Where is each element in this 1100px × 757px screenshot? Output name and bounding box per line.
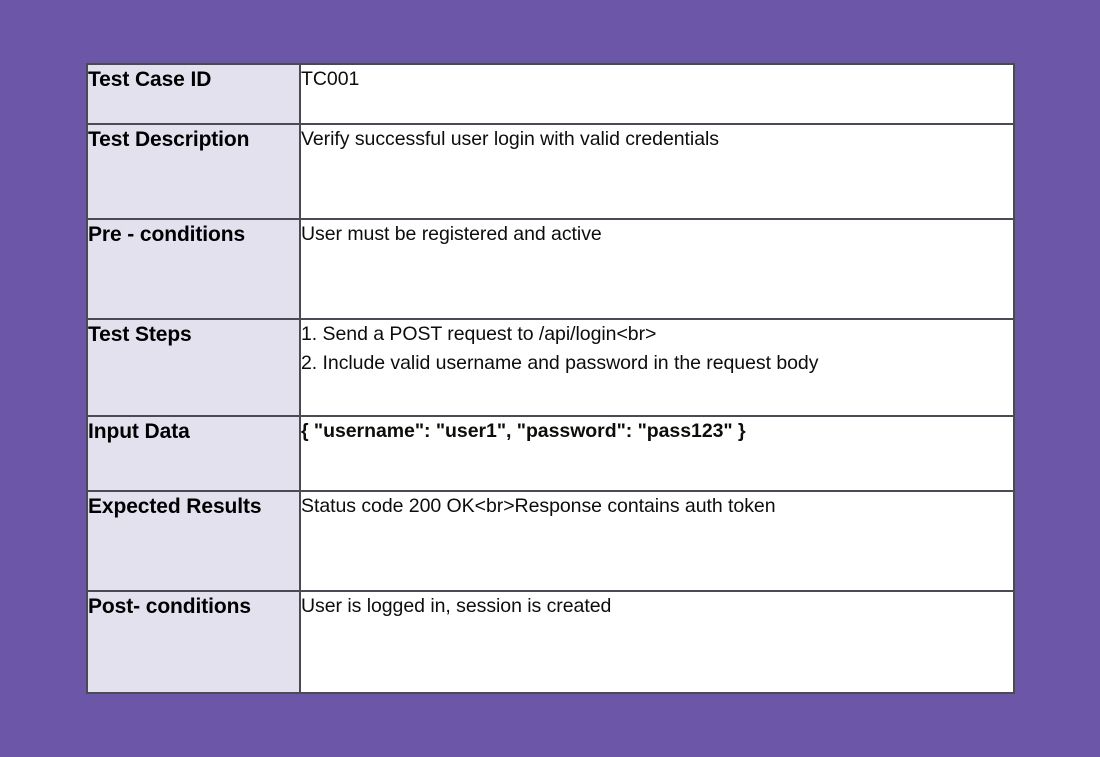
row-value-cell: TC001 (299, 63, 1015, 125)
row-value-line: User must be registered and active (301, 223, 602, 245)
row-label-cell: Pre - conditions (86, 218, 301, 320)
row-value-cell: 1. Send a POST request to /api/login<br>… (299, 318, 1015, 417)
row-value-line: User is logged in, session is created (301, 595, 612, 617)
row-value-line: 1. Send a POST request to /api/login<br> (301, 323, 657, 345)
row-value-cell: User is logged in, session is created (299, 590, 1015, 694)
row-label-cell: Test Case ID (86, 63, 301, 125)
row-label-cell: Input Data (86, 415, 301, 492)
row-value-cell: Status code 200 OK<br>Response contains … (299, 490, 1015, 592)
row-label-cell: Post- conditions (86, 590, 301, 694)
row-value-line: { "username": "user1", "password": "pass… (301, 420, 746, 442)
row-value-line: 2. Include valid username and password i… (301, 352, 819, 375)
row-value-line: Status code 200 OK<br>Response contains … (301, 495, 776, 517)
row-value-line: Verify successful user login with valid … (301, 128, 719, 150)
table-row: Input Data{ "username": "user1", "passwo… (86, 415, 1015, 492)
row-label-cell: Test Description (86, 123, 301, 220)
row-value-cell: Verify successful user login with valid … (299, 123, 1015, 220)
row-value-cell: { "username": "user1", "password": "pass… (299, 415, 1015, 492)
row-label-cell: Test Steps (86, 318, 301, 417)
row-label-cell: Expected Results (86, 490, 301, 592)
row-value-cell: User must be registered and active (299, 218, 1015, 320)
row-value-line: TC001 (301, 68, 360, 90)
